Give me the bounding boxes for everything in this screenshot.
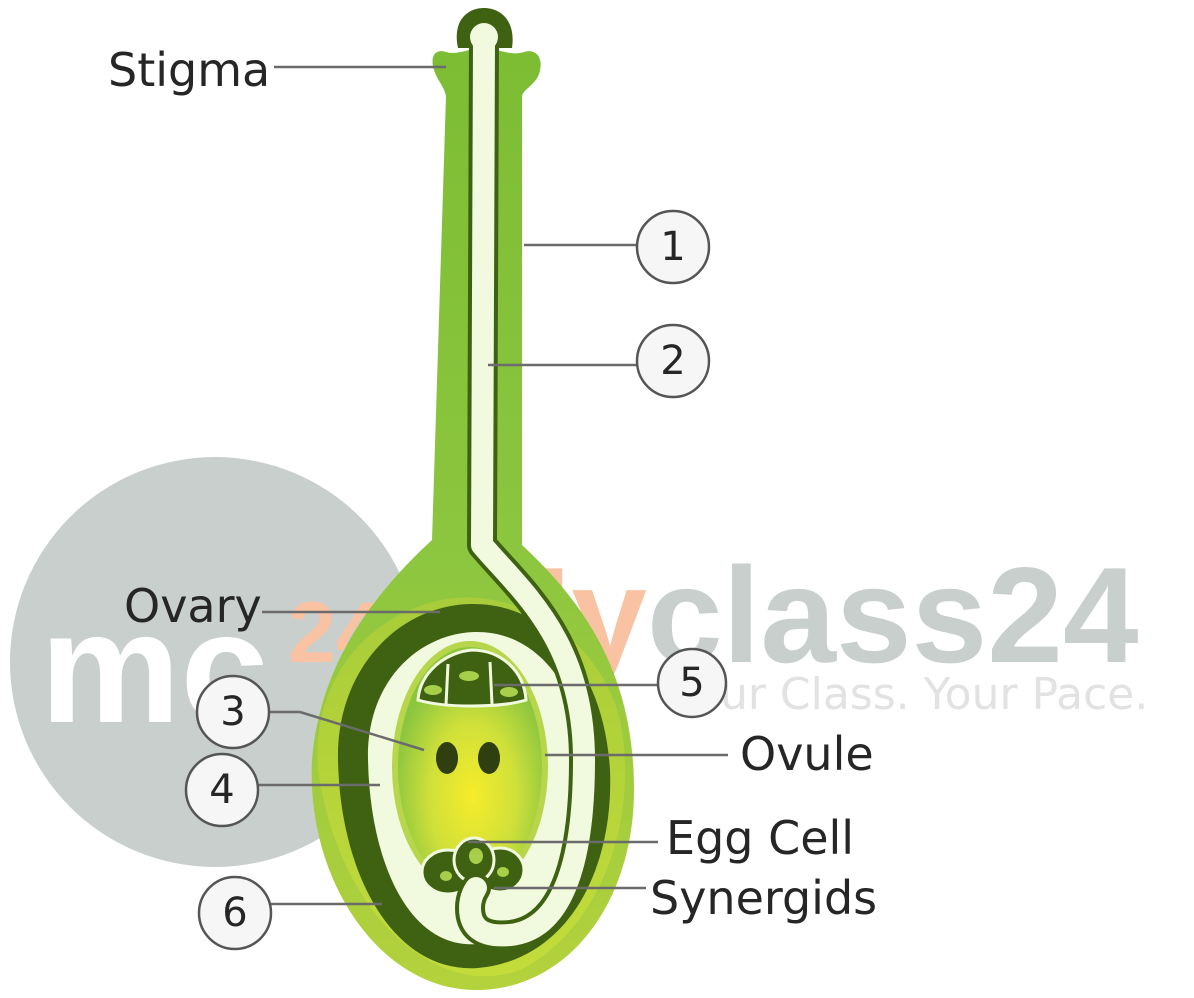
marker-3: 3 [197,676,269,748]
watermark-tagline: Your Class. Your Pace. [671,669,1148,720]
marker-1: 1 [637,211,709,283]
marker-2-text: 2 [660,338,685,384]
marker-5-text: 5 [679,660,704,706]
label-synergids: Synergids [650,871,877,925]
marker-1-text: 1 [660,224,685,270]
polar-nucleus-left [436,742,458,774]
pollen-grain-core [470,23,498,51]
marker-6-text: 6 [222,890,247,936]
marker-4-text: 4 [209,767,234,813]
polar-nucleus-right [478,742,500,774]
marker-5: 5 [658,649,726,717]
marker-3-text: 3 [220,689,245,735]
label-ovary: Ovary [124,579,262,633]
label-ovule: Ovule [740,727,874,781]
marker-4: 4 [186,754,258,826]
label-egg-cell: Egg Cell [666,811,854,865]
label-stigma: Stigma [108,43,270,97]
marker-6: 6 [199,877,271,949]
marker-2: 2 [637,325,709,397]
